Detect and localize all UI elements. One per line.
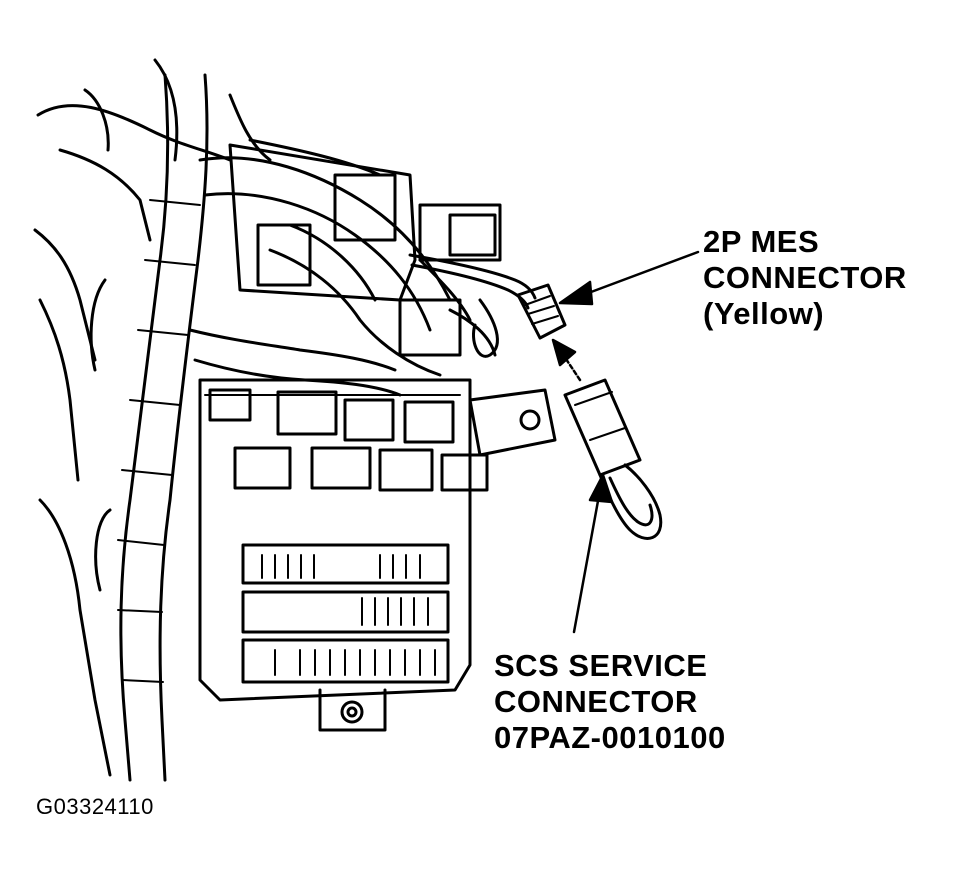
mes-callout-line3: (Yellow): [703, 296, 825, 331]
relay-sockets-bottom-row: [233, 446, 489, 492]
leader-arrows: [551, 250, 700, 634]
mes-connector-callout: 2P MES CONNECTOR (Yellow): [703, 224, 907, 332]
upper-wire-bundles: [188, 138, 497, 397]
insert-arrowhead: [551, 338, 577, 367]
figure-id: G03324110: [36, 794, 154, 819]
fuse-rows: [241, 543, 450, 684]
mes-callout-line1: 2P MES: [703, 224, 820, 259]
scs-callout-line3: 07PAZ-0010100: [494, 720, 726, 755]
mes-connector: [516, 283, 567, 340]
fuse-box-body: [198, 378, 557, 732]
mes-arrowhead: [558, 280, 594, 306]
main-wire-harness: [89, 73, 209, 782]
mes-callout-line2: CONNECTOR: [703, 260, 907, 295]
body-panel-lines: [33, 58, 272, 777]
scs-connector-callout: SCS SERVICE CONNECTOR 07PAZ-0010100: [494, 648, 726, 756]
scs-service-connector: [563, 378, 663, 540]
relay-block: [228, 143, 502, 357]
scs-callout-line1: SCS SERVICE: [494, 648, 708, 683]
scs-callout-line2: CONNECTOR: [494, 684, 698, 719]
relay-sockets-top-row: [208, 388, 455, 444]
scs-arrowhead: [588, 473, 614, 504]
